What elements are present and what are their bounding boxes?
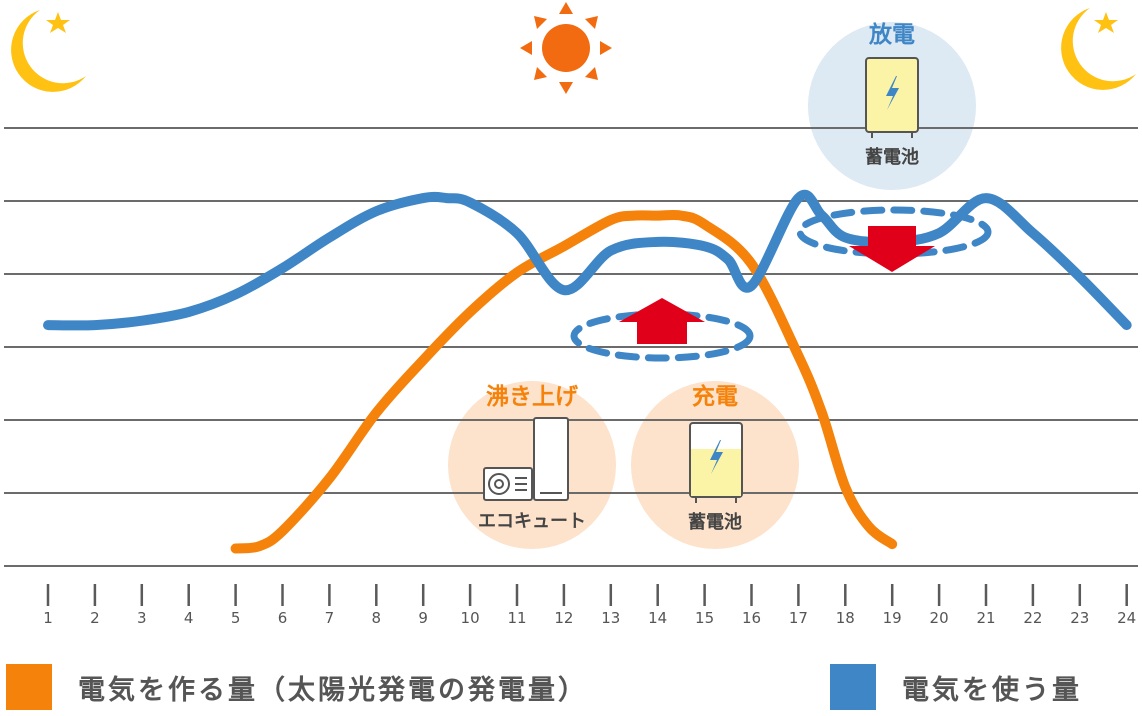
legend-label-consumption: 電気を使う量 [902, 674, 1082, 706]
x-tick-label: 20 [930, 609, 949, 627]
x-tick-label: 24 [1117, 609, 1136, 627]
x-tick-label: 23 [1070, 609, 1089, 627]
x-tick-label: 15 [695, 609, 714, 627]
x-tick-label: 21 [976, 609, 995, 627]
eco-cute-title: 沸き上げ [486, 384, 579, 410]
charge-title: 充電 [692, 383, 738, 410]
legend-item-consumption: 電気を使う量 [830, 662, 1082, 712]
generation-series-line [230, 209, 898, 554]
x-tick-label: 4 [184, 609, 194, 627]
x-tick-label: 8 [372, 609, 382, 627]
discharge-title: 放電 [868, 21, 915, 48]
x-tick-label: 3 [137, 609, 147, 627]
x-tick-label: 14 [648, 609, 667, 627]
x-tick-label: 12 [554, 609, 573, 627]
x-tick-label: 11 [507, 609, 526, 627]
x-tick-label: 7 [325, 609, 335, 627]
legend-label-generation: 電気を作る量（太陽光発電の発電量） [78, 674, 588, 706]
eco-cute-icon [483, 417, 569, 501]
eco-cute-label: エコキュート [478, 511, 586, 532]
discharge-label: 蓄電池 [865, 146, 919, 168]
battery-icon [865, 57, 919, 138]
x-tick-label: 6 [278, 609, 288, 627]
x-tick-label: 13 [601, 609, 620, 627]
moon-star-icon [11, 10, 87, 92]
x-tick-label: 5 [231, 609, 241, 627]
grid [4, 127, 1138, 567]
legend-swatch-consumption [830, 664, 876, 710]
x-tick-label: 16 [742, 609, 761, 627]
x-tick-label: 10 [461, 609, 480, 627]
consumption-series-line [43, 189, 1132, 331]
arrow-up-icon [619, 298, 705, 344]
x-tick-label: 9 [418, 609, 428, 627]
battery-icon [689, 422, 743, 503]
x-tick-label: 18 [836, 609, 855, 627]
sun-icon [520, 2, 612, 94]
arrow-down-icon [849, 226, 935, 272]
x-tick-label: 17 [789, 609, 808, 627]
moon-star-icon [1061, 8, 1136, 90]
x-tick-label: 22 [1023, 609, 1042, 627]
charge-label: 蓄電池 [688, 511, 742, 533]
x-tick-label: 2 [90, 609, 100, 627]
legend-swatch-generation [6, 664, 52, 710]
x-tick-label: 1 [43, 609, 53, 627]
plot-area [43, 189, 1132, 554]
eco-cute-circle [448, 381, 616, 549]
legend-item-generation: 電気を作る量（太陽光発電の発電量） [6, 662, 588, 712]
x-tick-label: 19 [883, 609, 902, 627]
